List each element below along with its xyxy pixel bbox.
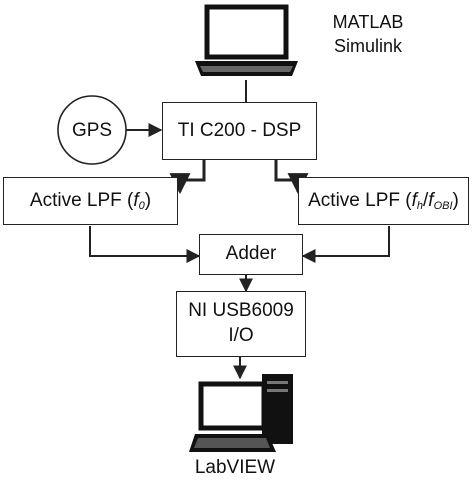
lpf-right-label: Active LPF (fh/fOBI) [308, 189, 459, 212]
laptop-icon [195, 4, 298, 76]
labview-label: LabVIEW [194, 457, 276, 478]
ni-label-line1: NI USB6009 [188, 300, 294, 322]
gps-label: GPS [71, 120, 113, 141]
software-label-line2: Simulink [333, 36, 403, 57]
adder-label: Adder [225, 243, 277, 265]
software-label-line1: MATLAB [332, 12, 404, 32]
arrow-left-lpf-to-adder [89, 226, 201, 263]
adder-box: Adder [199, 234, 303, 275]
desktop-computer-icon [189, 374, 293, 452]
arrow-dsp-to-left-lpf [169, 160, 206, 195]
software-label: MATLAB Simulink [318, 10, 418, 59]
lpf-right-box: Active LPF (fh/fOBI) [298, 177, 469, 225]
ni-label-line2: I/O [228, 325, 254, 346]
lpf-left-box: Active LPF (f0) [3, 177, 178, 225]
lpf-left-label: Active LPF (f0) [29, 189, 152, 212]
dsp-label: TI C200 - DSP [177, 119, 302, 141]
arrow-dsp-to-right-lpf [274, 160, 309, 195]
ni-box: NI USB6009 I/O [176, 291, 306, 357]
dsp-box: TI C200 - DSP [162, 102, 317, 160]
arrow-right-lpf-to-adder [301, 226, 390, 263]
